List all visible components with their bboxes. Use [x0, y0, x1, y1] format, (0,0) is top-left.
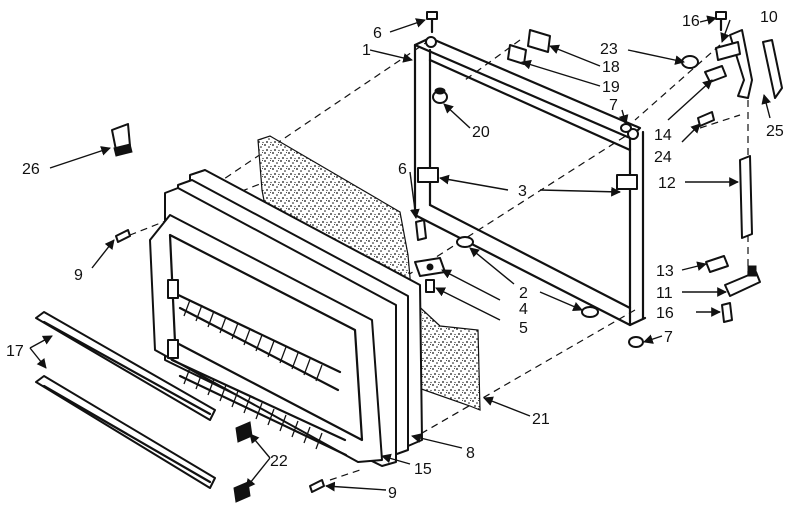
callout-16: 16	[682, 13, 700, 30]
hardware	[111, 11, 783, 493]
callout-9: 9	[74, 267, 83, 284]
callout-2: 2	[519, 285, 528, 302]
callout-22: 22	[270, 453, 288, 470]
callout-13: 13	[656, 263, 674, 280]
lower-shelf-ribs	[183, 367, 323, 450]
callout-25: 25	[766, 123, 784, 140]
leader-arrows	[29, 15, 771, 492]
callout-10: 10	[760, 9, 778, 26]
callout-7: 7	[664, 329, 673, 346]
callout-6: 6	[373, 25, 382, 42]
callout-5: 5	[519, 320, 528, 337]
callout-19: 19	[602, 79, 620, 96]
callout-17: 17	[6, 343, 24, 360]
callout-4: 4	[519, 301, 528, 318]
callout-8: 8	[466, 445, 475, 462]
callout-16: 16	[656, 305, 674, 322]
callout-21: 21	[532, 411, 550, 428]
callout-18: 18	[602, 59, 620, 76]
callout-23: 23	[600, 41, 618, 58]
door-frame	[413, 36, 647, 327]
upper-shelf-ribs	[183, 299, 323, 382]
callout-7: 7	[609, 97, 618, 114]
callout-6: 6	[398, 161, 407, 178]
callout-26: 26	[22, 161, 40, 178]
callout-15: 15	[414, 461, 432, 478]
shelf-end-caps	[233, 421, 253, 503]
callout-11: 11	[656, 285, 673, 302]
callout-9: 9	[388, 485, 397, 502]
callout-labels: 1 6 6 16 10 23 18 19 7 20 14 24 25 3 12 …	[6, 9, 784, 502]
callout-1: 1	[362, 42, 371, 59]
shelf-bars	[35, 311, 216, 489]
callout-24: 24	[654, 149, 672, 166]
callout-14: 14	[654, 127, 672, 144]
callout-20: 20	[472, 124, 490, 141]
callout-12: 12	[658, 175, 676, 192]
callout-3: 3	[518, 183, 527, 200]
